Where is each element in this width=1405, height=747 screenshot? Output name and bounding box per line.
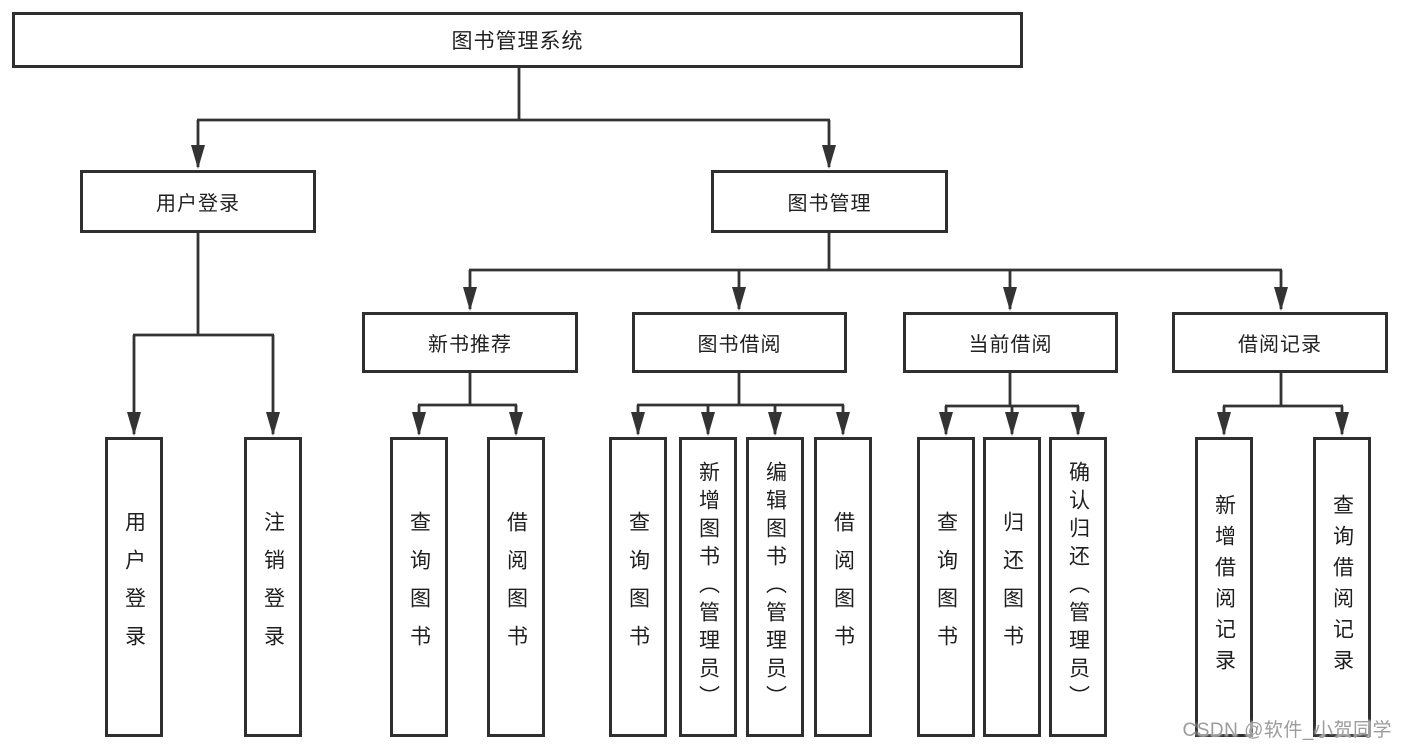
node-borrow-records-label: 借阅记录 — [1238, 334, 1322, 356]
connector-book-borrow-children — [631, 373, 850, 436]
leaf-query-borrow-record-label: 查询借阅记录 — [1330, 494, 1354, 680]
leaf-borrow-query-books: 查询图书 — [609, 437, 667, 737]
leaf-newbook-query-books: 查询图书 — [390, 437, 448, 737]
node-user-login-label: 用户登录 — [156, 193, 240, 215]
leaf-edit-books-admin-label: 编辑图书（管理员） — [763, 461, 787, 713]
node-new-book-recommend: 新书推荐 — [362, 312, 578, 373]
node-book-management: 图书管理 — [711, 170, 948, 233]
connector-root-to-level2 — [191, 68, 836, 169]
leaf-current-query-books-label: 查询图书 — [934, 511, 958, 663]
leaf-newbook-borrow-books-label: 借阅图书 — [504, 511, 528, 663]
node-current-borrow-label: 当前借阅 — [968, 334, 1053, 356]
leaf-edit-books-admin: 编辑图书（管理员） — [746, 437, 804, 737]
csdn-watermark: CSDN @软件_小贺同学 — [1182, 720, 1392, 741]
leaf-return-books-label: 归还图书 — [1000, 511, 1024, 663]
leaf-return-books: 归还图书 — [983, 437, 1041, 737]
node-user-login: 用户登录 — [80, 170, 316, 233]
leaf-borrow-books: 借阅图书 — [814, 437, 872, 737]
leaf-confirm-return-admin-label: 确认归还（管理员） — [1066, 461, 1090, 713]
leaf-add-books-admin: 新增图书（管理员） — [679, 437, 737, 737]
leaf-logout-label: 注销登录 — [261, 511, 285, 663]
node-book-management-label: 图书管理 — [787, 193, 872, 215]
connector-book-management-children — [463, 233, 1288, 311]
connector-current-borrow-children — [939, 373, 1085, 436]
node-book-borrow-label: 图书借阅 — [697, 334, 782, 356]
leaf-confirm-return-admin: 确认归还（管理员） — [1049, 437, 1107, 737]
node-new-book-recommend-label: 新书推荐 — [428, 334, 512, 356]
leaf-newbook-query-books-label: 查询图书 — [407, 511, 431, 663]
node-root: 图书管理系统 — [12, 12, 1023, 68]
node-current-borrow: 当前借阅 — [903, 312, 1118, 373]
connector-user-login-children — [127, 233, 280, 436]
leaf-borrow-query-books-label: 查询图书 — [626, 511, 650, 663]
leaf-current-query-books: 查询图书 — [917, 437, 975, 737]
leaf-query-borrow-record: 查询借阅记录 — [1313, 437, 1371, 737]
node-book-borrow: 图书借阅 — [632, 312, 847, 373]
leaf-user-login: 用户登录 — [105, 437, 163, 737]
node-borrow-records: 借阅记录 — [1172, 312, 1388, 373]
leaf-logout: 注销登录 — [244, 437, 302, 737]
leaf-newbook-borrow-books: 借阅图书 — [487, 437, 545, 737]
leaf-user-login-label: 用户登录 — [122, 511, 146, 663]
connector-borrow-records-children — [1217, 373, 1349, 436]
node-root-label: 图书管理系统 — [451, 30, 584, 53]
leaf-borrow-books-label: 借阅图书 — [831, 511, 855, 663]
leaf-add-books-admin-label: 新增图书（管理员） — [696, 461, 720, 713]
connector-new-book-children — [412, 373, 523, 436]
leaf-add-borrow-record-label: 新增借阅记录 — [1212, 494, 1236, 680]
leaf-add-borrow-record: 新增借阅记录 — [1195, 437, 1253, 737]
